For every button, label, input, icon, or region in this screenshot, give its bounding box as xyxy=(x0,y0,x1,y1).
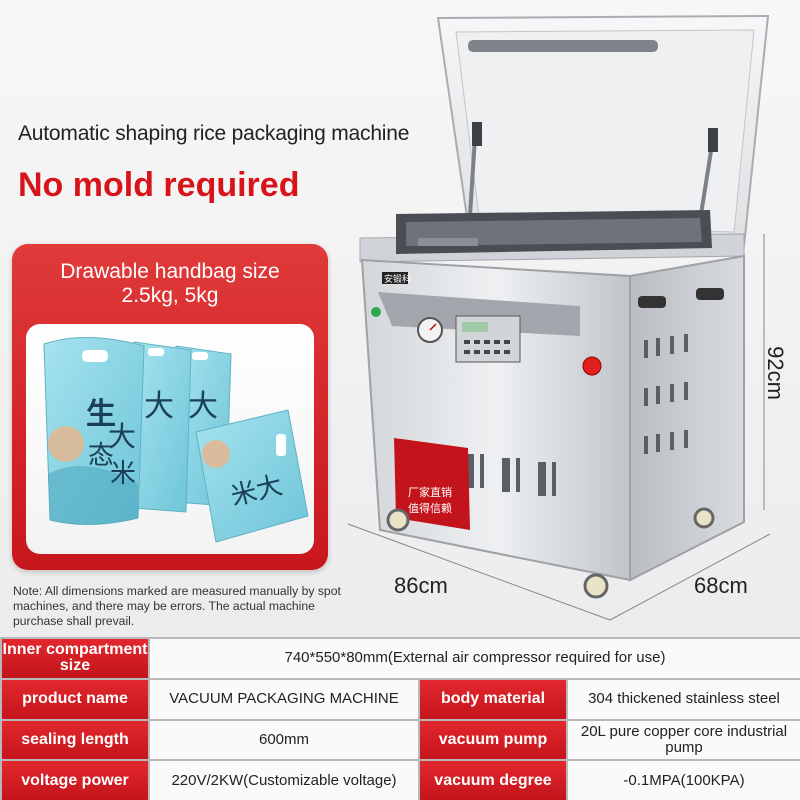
dimension-lines xyxy=(347,234,771,621)
vacuum-chamber xyxy=(359,210,745,263)
machine-logo: 安锻科 xyxy=(384,273,411,285)
rice-bags-image: 大 大 生 态 大 米 米大 xyxy=(26,324,314,554)
spec-row: product name VACUUM PACKAGING MACHINE bo… xyxy=(0,677,800,721)
body-material-value: 304 thickened stainless steel xyxy=(566,677,800,721)
svg-text:米: 米 xyxy=(110,459,136,489)
badge-line1: 厂家直销 xyxy=(408,485,452,499)
badge-line2: 值得信赖 xyxy=(408,502,452,515)
headline: No mold required xyxy=(18,166,300,204)
voltage-power-label: voltage power xyxy=(0,759,150,800)
vacuum-machine-illustration: 安锻科 xyxy=(347,14,771,621)
rice-bags-illustration: 大 大 生 态 大 米 米大 xyxy=(43,336,309,543)
side-vents xyxy=(644,334,688,454)
vacuum-pump-value: 20L pure copper core industrial pump xyxy=(566,718,800,762)
vacuum-degree-value: -0.1MPA(100KPA) xyxy=(566,759,800,800)
sealing-length-value: 600mm xyxy=(148,718,420,762)
depth-dimension: 68cm xyxy=(694,573,748,598)
spec-row: Inner compartment size 740*550*80mm(Exte… xyxy=(0,637,800,680)
side-handle-right xyxy=(696,288,724,300)
bag-chars-back-2: 大 xyxy=(188,389,218,424)
bag-size-line1: Drawable handbag size xyxy=(60,260,280,283)
side-handle-left xyxy=(638,296,666,308)
sealing-length-label: sealing length xyxy=(0,718,150,762)
vacuum-pump-label: vacuum pump xyxy=(418,718,568,762)
svg-text:大: 大 xyxy=(108,420,136,453)
voltage-power-value: 220V/2KW(Customizable voltage) xyxy=(148,759,420,800)
machine-front-panel: 安锻科 xyxy=(360,254,745,582)
product-name-value: VACUUM PACKAGING MACHINE xyxy=(148,677,420,721)
spec-row: sealing length 600mm vacuum pump 20L pur… xyxy=(0,718,800,762)
height-dimension: 92cm xyxy=(762,346,788,400)
caster-wheels xyxy=(386,507,715,599)
dimension-note: Note: All dimensions marked are measured… xyxy=(13,584,341,628)
rice-bag-lying: 米大 xyxy=(195,409,309,543)
product-subtitle: Automatic shaping rice packaging machine xyxy=(18,122,410,145)
inner-size-label: Inner compartment size xyxy=(0,637,150,680)
bag-size-panel: Drawable handbag size 2.5kg, 5kg 大 大 xyxy=(12,244,328,570)
rice-bag-back-1: 大 xyxy=(133,341,192,513)
svg-text:态: 态 xyxy=(88,441,114,471)
vacuum-degree-label: vacuum degree xyxy=(418,759,568,800)
bag-size-line2: 2.5kg, 5kg xyxy=(121,284,219,307)
power-indicator-icon xyxy=(371,307,381,317)
spec-table: Inner compartment size 740*550*80mm(Exte… xyxy=(0,637,800,800)
emergency-stop-icon xyxy=(582,356,602,376)
bag-chars-back-1: 大 xyxy=(144,389,174,424)
rice-bag-front: 生 态 大 米 xyxy=(43,336,145,525)
machine-lid xyxy=(436,14,770,248)
body-material-label: body material xyxy=(418,677,568,721)
width-dimension: 86cm xyxy=(394,573,448,598)
bag-size-caption: Drawable handbag size 2.5kg, 5kg xyxy=(12,260,328,308)
inner-size-value: 740*550*80mm(External air compressor req… xyxy=(148,637,800,680)
spec-row: voltage power 220V/2KW(Customizable volt… xyxy=(0,759,800,800)
svg-text:生: 生 xyxy=(86,397,116,432)
product-name-label: product name xyxy=(0,677,150,721)
